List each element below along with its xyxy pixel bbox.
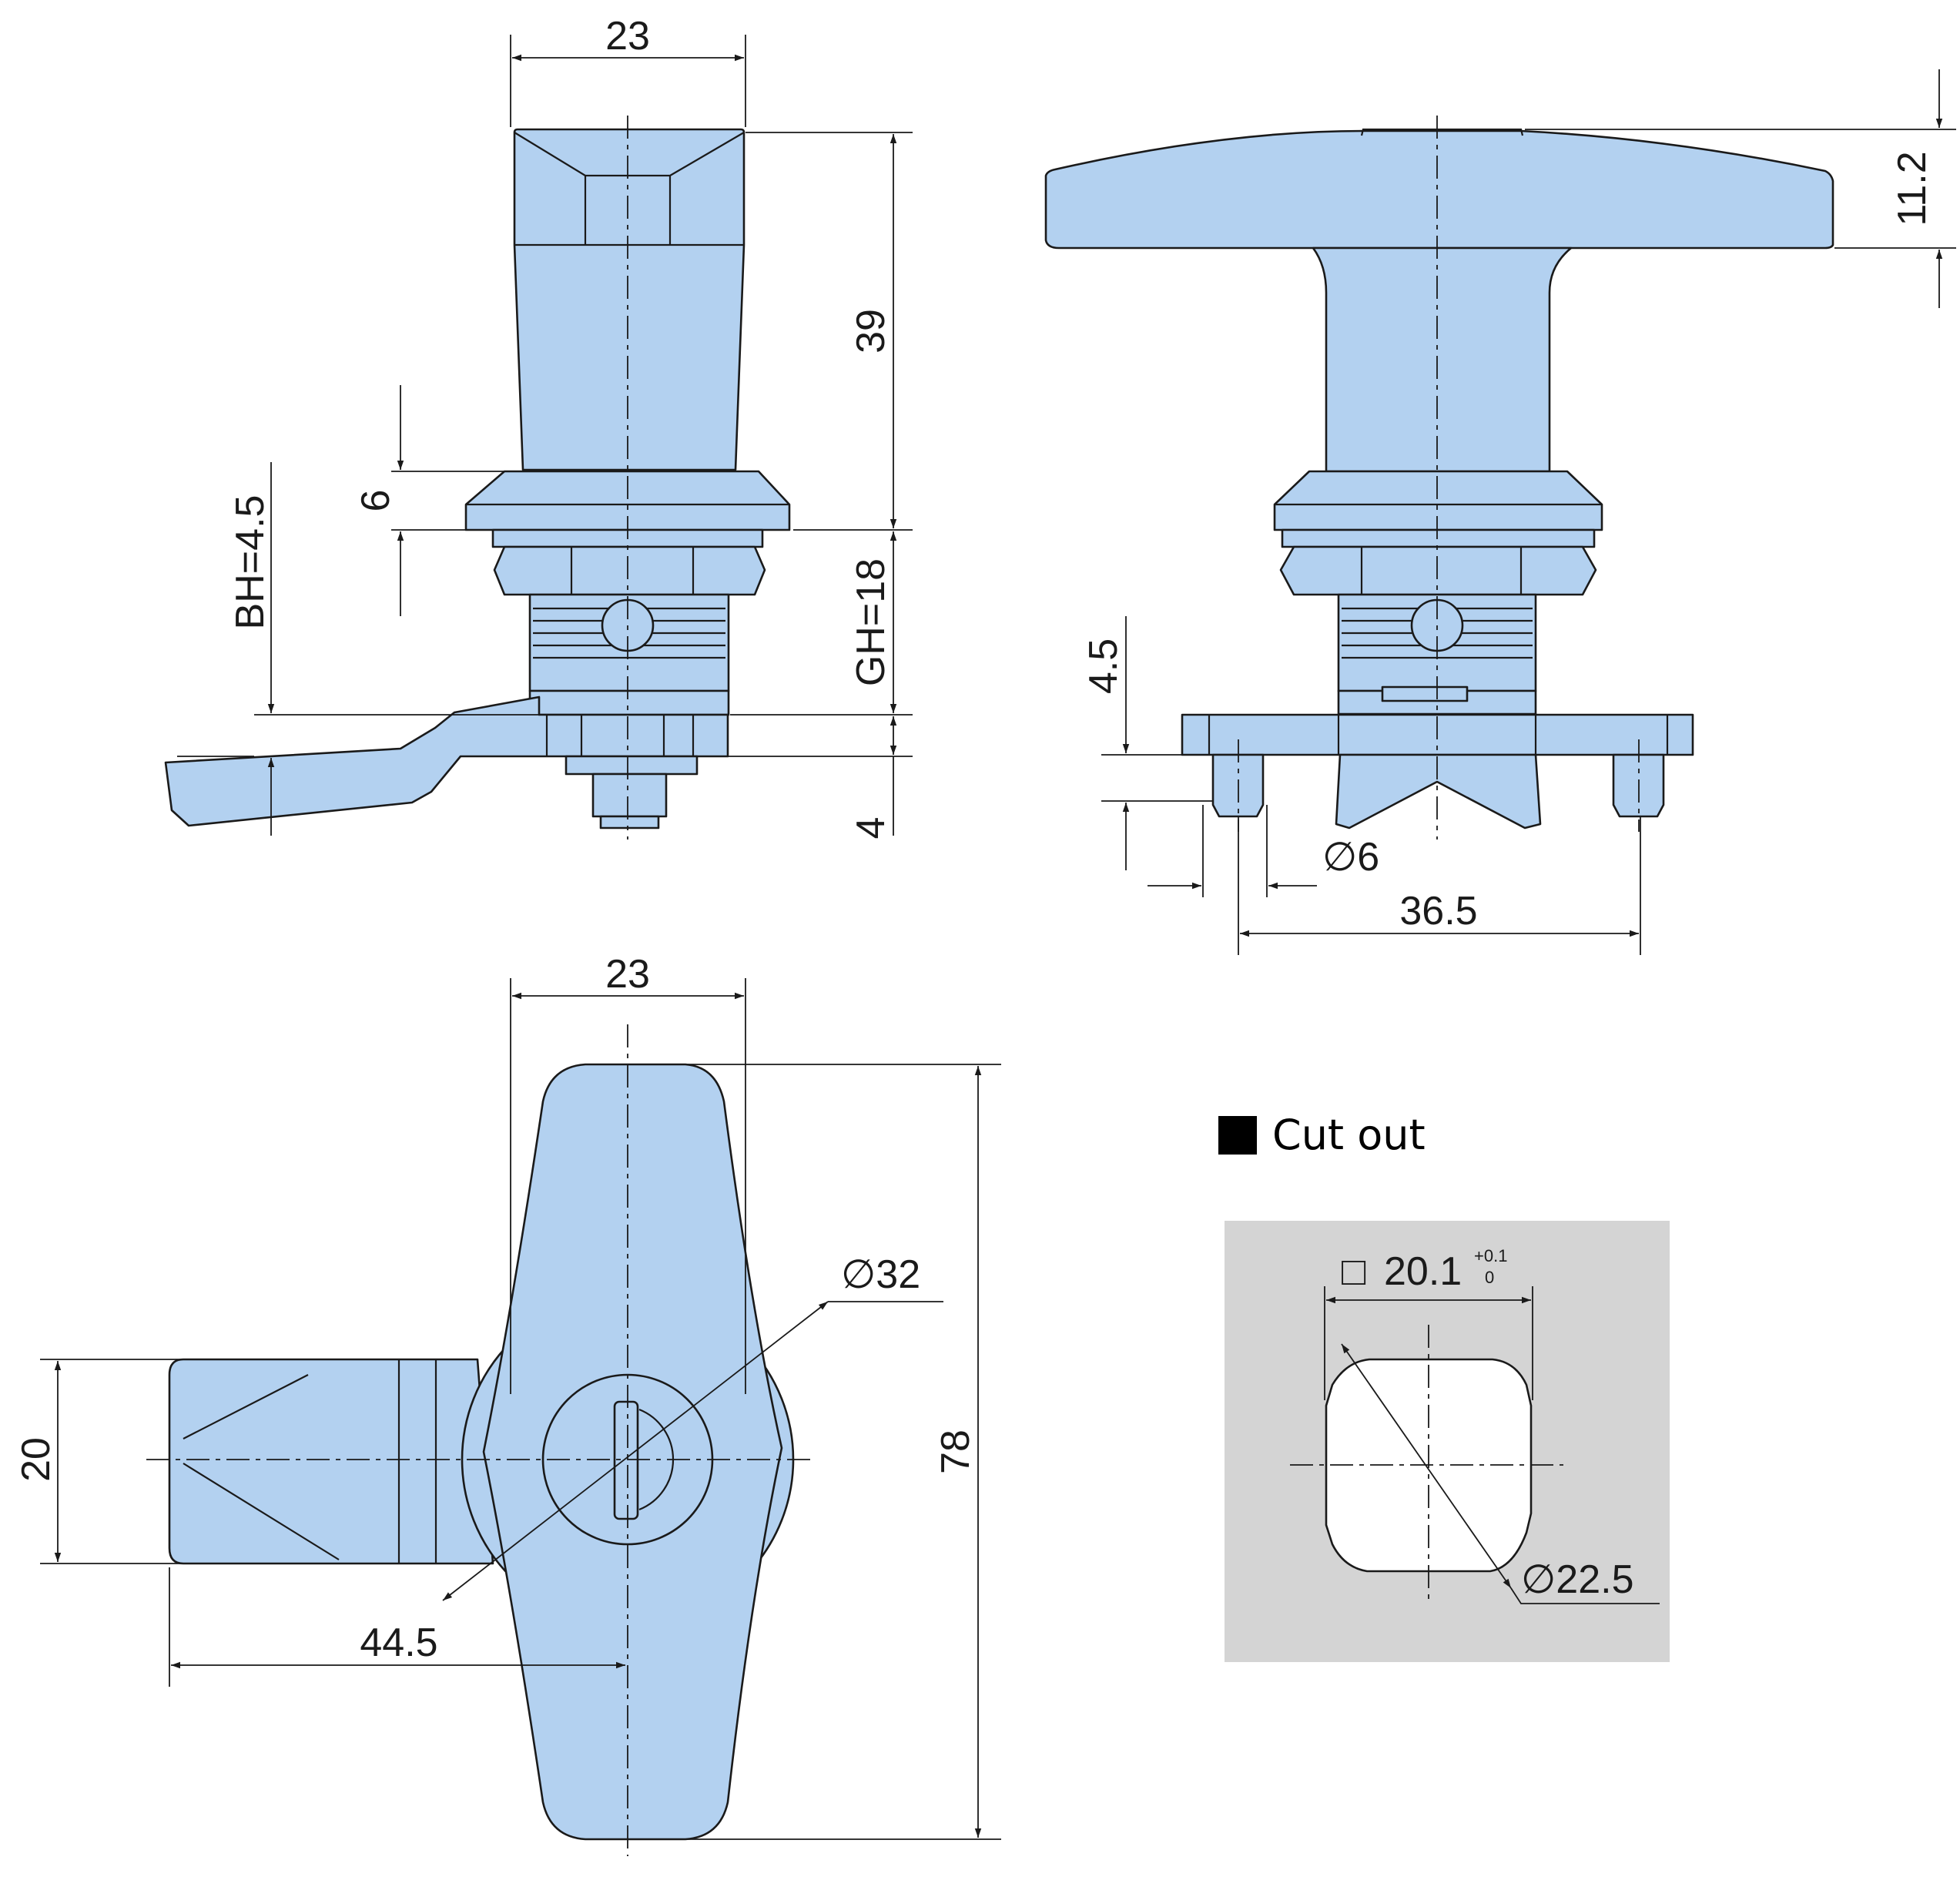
top-dim-dia: ∅32 <box>841 1252 920 1297</box>
side-view: 23 39 GH=18 4 6 BH=4.5 <box>164 14 913 840</box>
side-dim-bh: BH=4.5 <box>228 495 273 630</box>
top-dim-cam-width: 20 <box>14 1437 59 1482</box>
side-dim-height: 39 <box>849 309 893 354</box>
front-view: 11.2 4.5 ∅6 36.5 <box>1044 69 1956 955</box>
cutout-tol-lower: 0 <box>1485 1268 1494 1287</box>
front-dim-cam: 4.5 <box>1081 638 1126 694</box>
top-view: 23 78 20 44.5 ∅32 <box>14 952 1001 1856</box>
legend-square-icon <box>1218 1116 1257 1155</box>
top-dim-reach: 44.5 <box>360 1620 437 1665</box>
top-dim-length: 78 <box>933 1429 978 1474</box>
side-dim-gh: GH=18 <box>849 558 893 686</box>
front-dim-spacing: 36.5 <box>1399 889 1477 933</box>
cutout-square-symbol: □ <box>1342 1249 1366 1294</box>
cutout-legend-label: Cut out <box>1272 1111 1426 1159</box>
side-dim-bottom: 4 <box>849 817 893 840</box>
cutout-tol-upper: +0.1 <box>1474 1246 1507 1265</box>
front-dim-pin: ∅6 <box>1322 835 1379 880</box>
cutout-square-value: 20.1 <box>1384 1249 1462 1294</box>
cutout-view: □ 20.1 +0.1 0 ∅22.5 <box>1225 1221 1670 1662</box>
side-dim-flange: 6 <box>353 490 398 512</box>
front-dim-head: 11.2 <box>1890 151 1935 226</box>
side-dim-width: 23 <box>605 14 650 59</box>
cutout-legend: Cut out <box>1218 1108 1426 1163</box>
cutout-dia: ∅22.5 <box>1521 1557 1634 1602</box>
top-dim-width: 23 <box>605 952 650 997</box>
